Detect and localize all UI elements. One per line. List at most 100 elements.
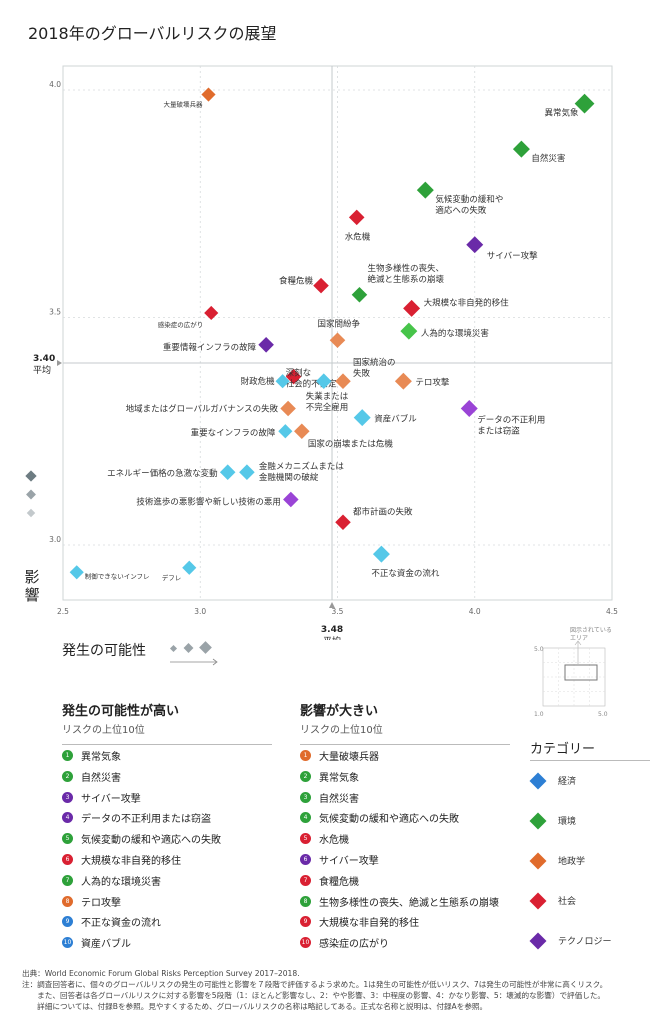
category-legend-rule	[530, 760, 650, 761]
category-diamond-icon	[529, 812, 547, 829]
likelihood-top10-title: 発生の可能性が高い	[62, 704, 180, 719]
rank-number-badge: 5	[62, 833, 73, 845]
data-point-label: サイバー攻撃	[487, 251, 538, 262]
data-point-label: エネルギー価格の急激な変動	[107, 468, 218, 479]
data-point-label: 気候変動の緩和や	[435, 194, 503, 205]
page-title: 2018年のグローバルリスクの展望	[28, 24, 277, 43]
data-point	[219, 464, 236, 480]
rank-label: 感染症の広がり	[319, 939, 389, 951]
likelihood-top10: 発生の可能性が高い リスクの上位10位	[62, 700, 272, 745]
rank-number-badge: 9	[62, 916, 73, 928]
category-legend-title: カテゴリー	[530, 742, 596, 757]
data-point-label: 不完全雇用	[306, 402, 349, 413]
rank-number-badge: 3	[62, 791, 73, 803]
impact-size-legend	[25, 470, 37, 518]
list-item: 5 水危機	[300, 831, 349, 846]
y-mean-label: 3.40	[33, 354, 55, 364]
rank-label: 生物多様性の喪失、絶滅と生態系の崩壊	[319, 897, 499, 909]
category-item: 環境	[529, 812, 576, 829]
data-point-label: 都市計画の失敗	[353, 506, 413, 517]
data-point-label: 深刻な	[286, 368, 312, 379]
rank-label: データの不正利用または窃盗	[81, 814, 211, 826]
risk-scatter-chart: 2.53.03.54.04.53.03.54.03.48平均3.40平均影響大量…	[24, 65, 618, 640]
footer-note-2: また、回答者は各グローバルリスクに対する影響を5段階（1：ほとんど影響なし、2：…	[22, 991, 606, 1000]
rank-number-badge: 10	[300, 937, 311, 949]
list-item: 3 サイバー攻撃	[62, 790, 141, 805]
rank-number-badge: 5	[300, 833, 311, 845]
data-point	[348, 209, 365, 226]
rank-label: 水危機	[319, 835, 349, 847]
rank-label: 気候変動の緩和や適応への失敗	[81, 835, 221, 847]
legend-arrow-head	[212, 658, 218, 666]
category-diamond-icon	[529, 892, 547, 909]
legend-medium-diamond	[183, 643, 194, 653]
legend-large-diamond	[199, 641, 212, 654]
category-diamond-icon	[529, 932, 547, 949]
footer-notes: 出典：World Economic Forum Global Risks Per…	[22, 968, 662, 1012]
rank-number-badge: 9	[300, 916, 311, 928]
data-point	[416, 181, 434, 199]
data-point-label: 重要情報インフラの故障	[163, 342, 257, 353]
y-tick-label: 4.0	[49, 80, 61, 89]
data-point-label: 絶滅と生態系の崩壊	[367, 274, 444, 285]
rank-label: 異常気象	[319, 772, 359, 784]
data-point-label: テロ攻撃	[415, 377, 450, 388]
data-point	[69, 565, 84, 580]
data-point-label: デフレ	[162, 573, 182, 582]
area-minimap: 図示されている エリア 5.0 1.0 5.0	[534, 627, 612, 718]
rank-label: 気候変動の緩和や適応への失敗	[319, 814, 459, 826]
data-point-label: 大量破壊兵器	[163, 100, 203, 109]
rank-label: 人為的な環境災害	[81, 876, 161, 888]
data-point-label: 財政危機	[241, 376, 276, 387]
data-point-label: 人為的な環境災害	[421, 328, 489, 339]
impact-top10-subtitle: リスクの上位10位	[300, 725, 383, 736]
data-point-label: 地域またはグローバルガバナンスの失敗	[126, 404, 279, 415]
x-mean-sublabel: 平均	[323, 635, 341, 640]
data-point-label: 大規模な非自発的移住	[424, 297, 510, 308]
legend-impact-large	[25, 470, 37, 482]
legend-impact-small	[26, 508, 36, 518]
likelihood-top10-rule	[62, 744, 272, 745]
data-point	[372, 545, 390, 563]
y-mean-marker	[57, 360, 62, 366]
rank-label: サイバー攻撃	[81, 793, 141, 805]
y-tick-label: 3.5	[49, 308, 61, 317]
category-item: テクノロジー	[529, 932, 611, 949]
data-point	[460, 400, 478, 417]
y-mean-sublabel: 平均	[33, 364, 51, 376]
minimap-grid	[543, 648, 605, 706]
data-point-label: 国家間紛争	[318, 318, 361, 329]
rank-number-badge: 4	[300, 812, 311, 824]
data-point-label: 異常気象	[545, 108, 580, 119]
minimap-y-top: 5.0	[534, 646, 544, 653]
footer-note-3: 詳細については、付録Bを参照。見やすくするため、グローバルリスクの名称は略記して…	[22, 1002, 488, 1011]
rank-label: 食糧危機	[319, 876, 359, 888]
x-mean-label: 3.48	[321, 625, 343, 635]
data-point-label: データの不正利用	[477, 415, 545, 426]
impact-top10-rule	[300, 744, 510, 745]
rank-number-badge: 4	[62, 812, 73, 824]
rank-number-badge: 2	[300, 770, 311, 782]
data-point-label: または窃盗	[477, 426, 520, 437]
rank-number-badge: 1	[62, 750, 73, 761]
y-tick-label: 3.0	[49, 535, 61, 544]
category-item: 地政学	[529, 852, 585, 869]
legend-small-diamond	[169, 644, 178, 653]
minimap-x-right: 5.0	[598, 711, 608, 718]
data-point-label: 資産バブル	[374, 414, 417, 425]
rank-number-badge: 2	[62, 770, 73, 782]
y-axis-label-char: 影	[24, 568, 39, 586]
data-point-label: 生物多様性の喪失、	[367, 263, 444, 274]
data-point	[182, 560, 197, 575]
data-point-label: 国家の崩壊または危機	[308, 438, 394, 449]
category-item: 経済	[529, 772, 576, 789]
legend-impact-medium	[26, 489, 36, 500]
minimap-pointer-head	[574, 640, 582, 646]
data-point	[512, 140, 530, 158]
data-point-label: 水危機	[345, 231, 371, 242]
